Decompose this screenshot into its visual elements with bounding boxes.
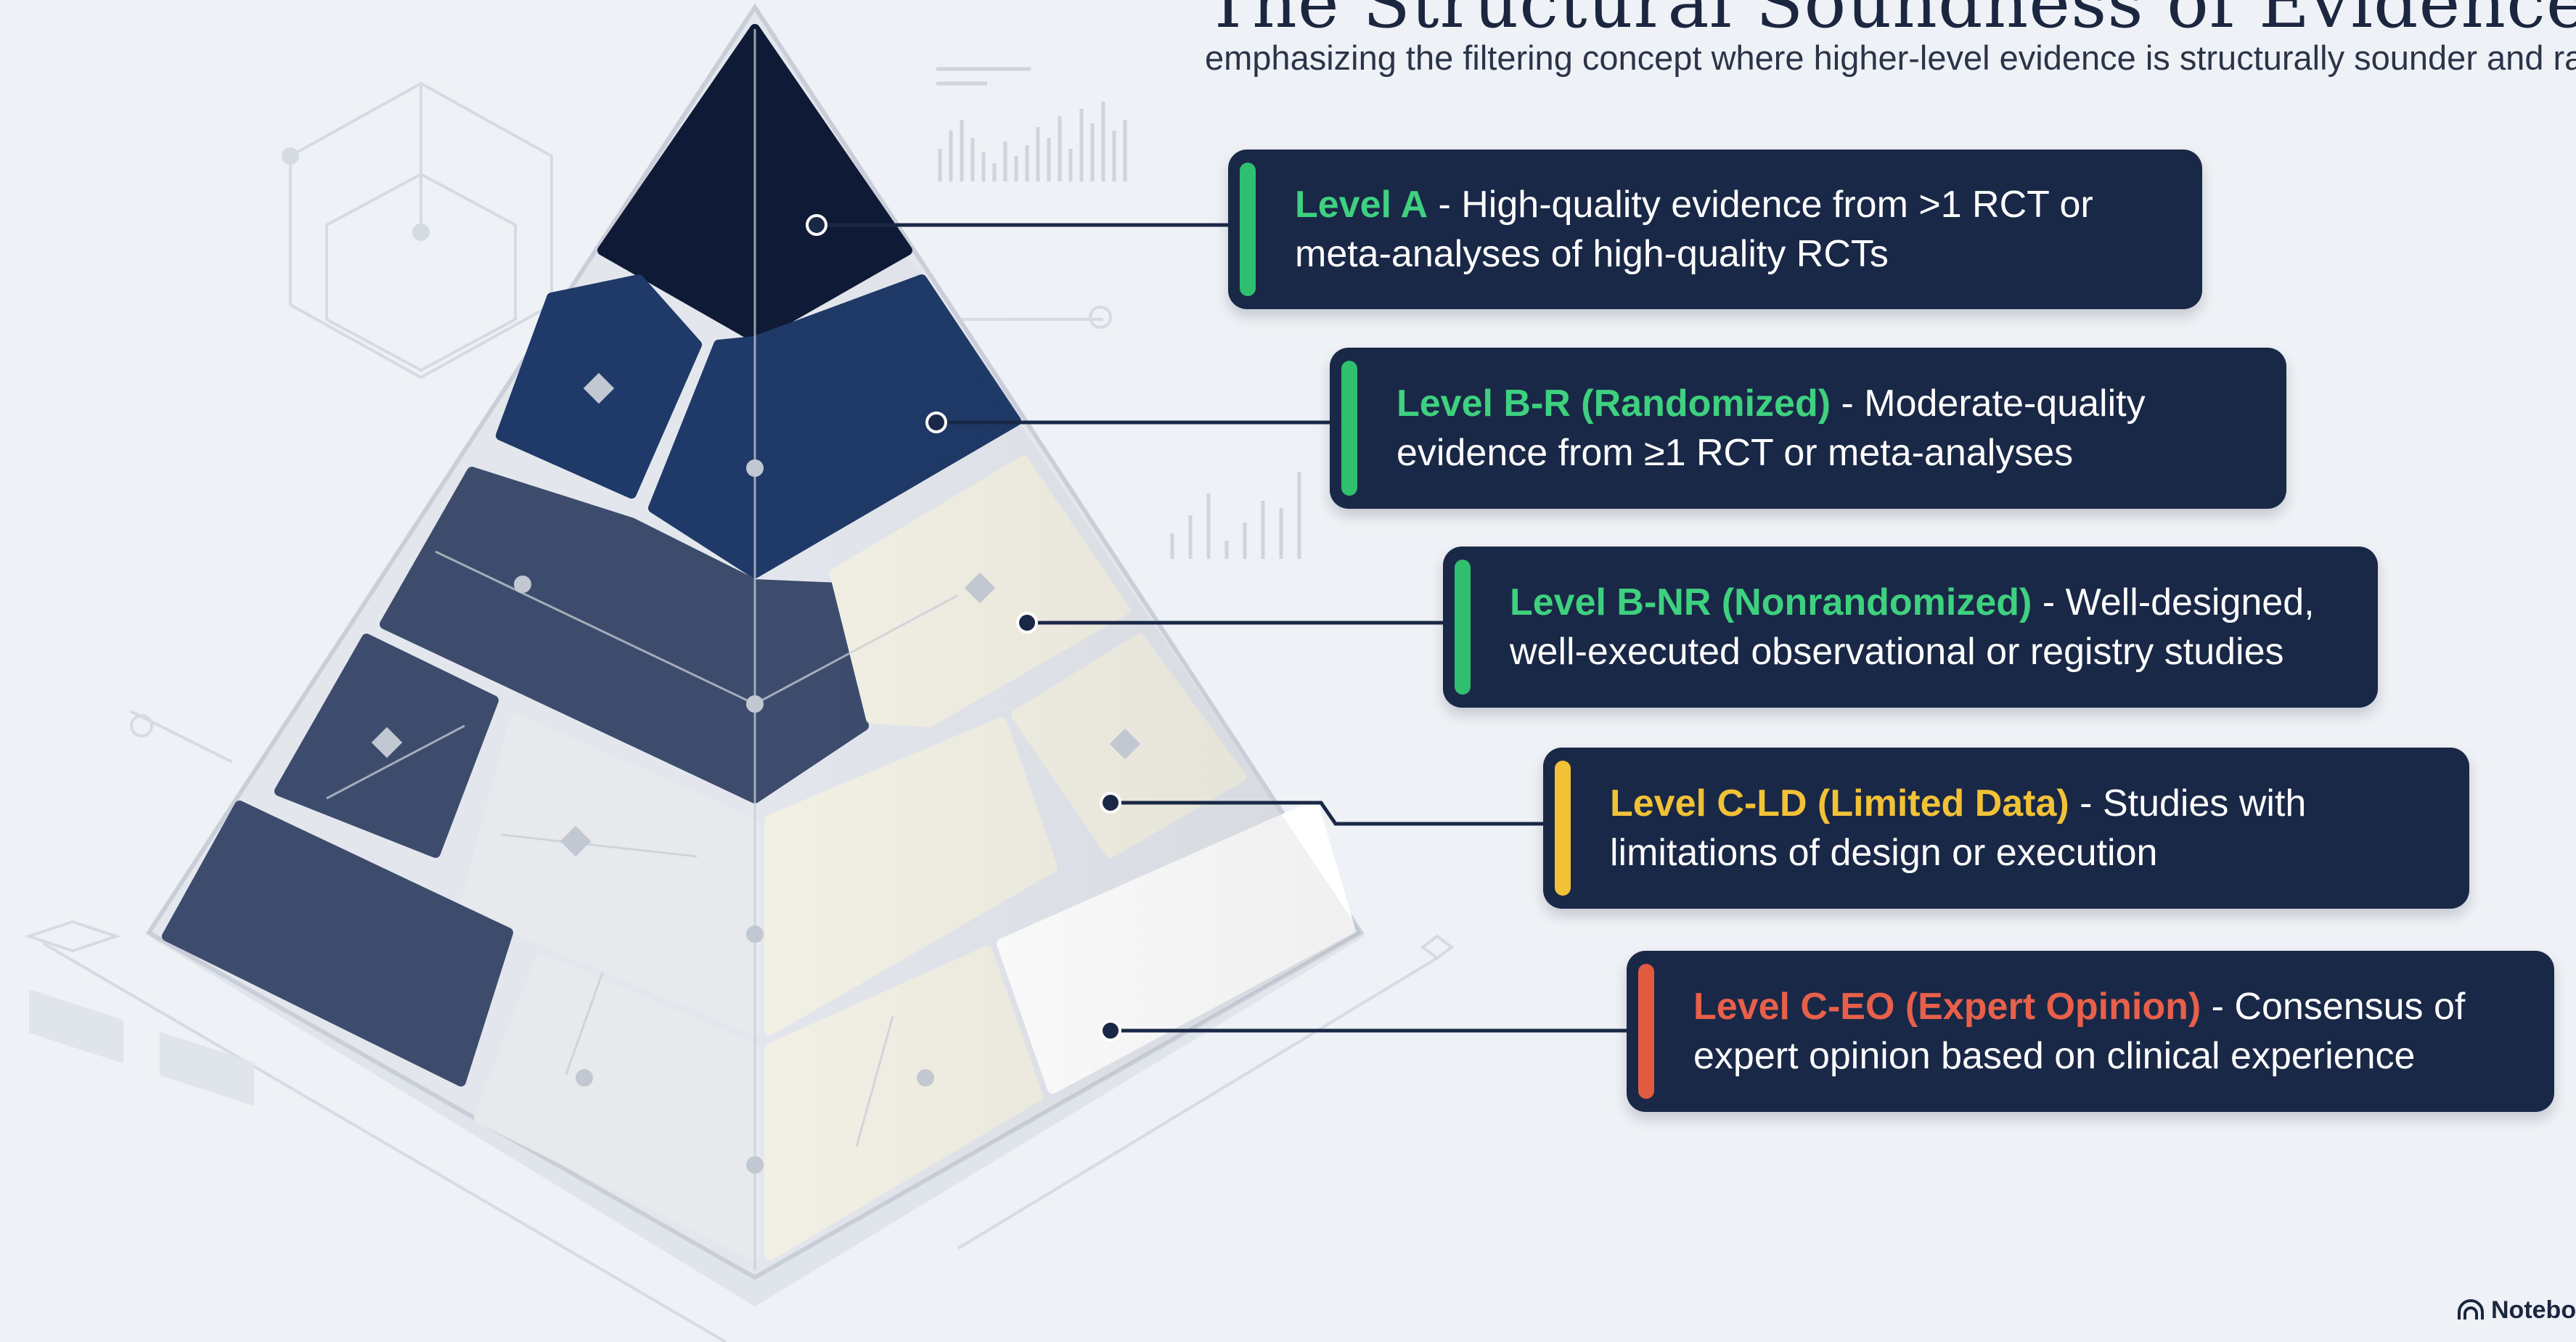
level-accent-bar: [1341, 361, 1357, 496]
level-accent-bar: [1638, 964, 1654, 1099]
level-description: - Moderate-quality evidence from ≥1 RCT …: [1397, 382, 2146, 474]
level-description: - Studies with limitations of design or …: [1610, 782, 2307, 874]
pyramid-construction-lines: [326, 29, 959, 1270]
level-name: Level B-NR (Nonrandomized): [1510, 581, 2032, 623]
level-description: - High-quality evidence from >1 RCT or m…: [1295, 184, 2093, 275]
level-card-b-nr: Level B-NR (Nonrandomized) - Well-design…: [1443, 547, 2378, 708]
level-text: Level C-EO (Expert Opinion) - Consensus …: [1693, 982, 2525, 1081]
leader-dots: [806, 214, 1121, 1042]
level-description: - Well-designed, well-executed observati…: [1510, 581, 2315, 673]
footer-label: Notebo: [2491, 1296, 2576, 1324]
level-text: Level B-NR (Nonrandomized) - Well-design…: [1510, 578, 2349, 676]
level-card-c-ld: Level C-LD (Limited Data) - Studies with…: [1543, 748, 2469, 909]
pyramid-tier-c-eo-slate: [162, 801, 513, 1087]
level-name: Level A: [1295, 184, 1428, 226]
background-bar-chart: [936, 67, 1301, 559]
level-card-b-r: Level B-R (Randomized) - Moderate-qualit…: [1330, 348, 2286, 509]
level-description: - Consensus of expert opinion based on c…: [1693, 986, 2466, 1077]
level-card-a: Level A - High-quality evidence from >1 …: [1228, 150, 2202, 309]
page-title: The Structural Soundness of Evidence: [1205, 0, 2576, 44]
background-wireframe: [24, 81, 1455, 1342]
level-card-c-eo: Level C-EO (Expert Opinion) - Consensus …: [1627, 951, 2554, 1112]
level-name: Level C-EO (Expert Opinion): [1693, 986, 2201, 1028]
level-accent-bar: [1455, 560, 1471, 695]
level-text: Level B-R (Randomized) - Moderate-qualit…: [1397, 379, 2257, 478]
page-subtitle: emphasizing the filtering concept where …: [1205, 38, 2576, 77]
level-accent-bar: [1555, 761, 1571, 896]
leader-lines: [817, 223, 1630, 1033]
level-accent-bar: [1240, 163, 1256, 296]
notebooklm-icon: [2458, 1298, 2484, 1320]
level-name: Level C-LD (Limited Data): [1610, 782, 2069, 825]
footer-brand: Notebo: [2456, 1296, 2576, 1325]
level-text: Level A - High-quality evidence from >1 …: [1295, 180, 2173, 279]
level-name: Level B-R (Randomized): [1397, 382, 1831, 425]
level-text: Level C-LD (Limited Data) - Studies with…: [1610, 779, 2440, 877]
